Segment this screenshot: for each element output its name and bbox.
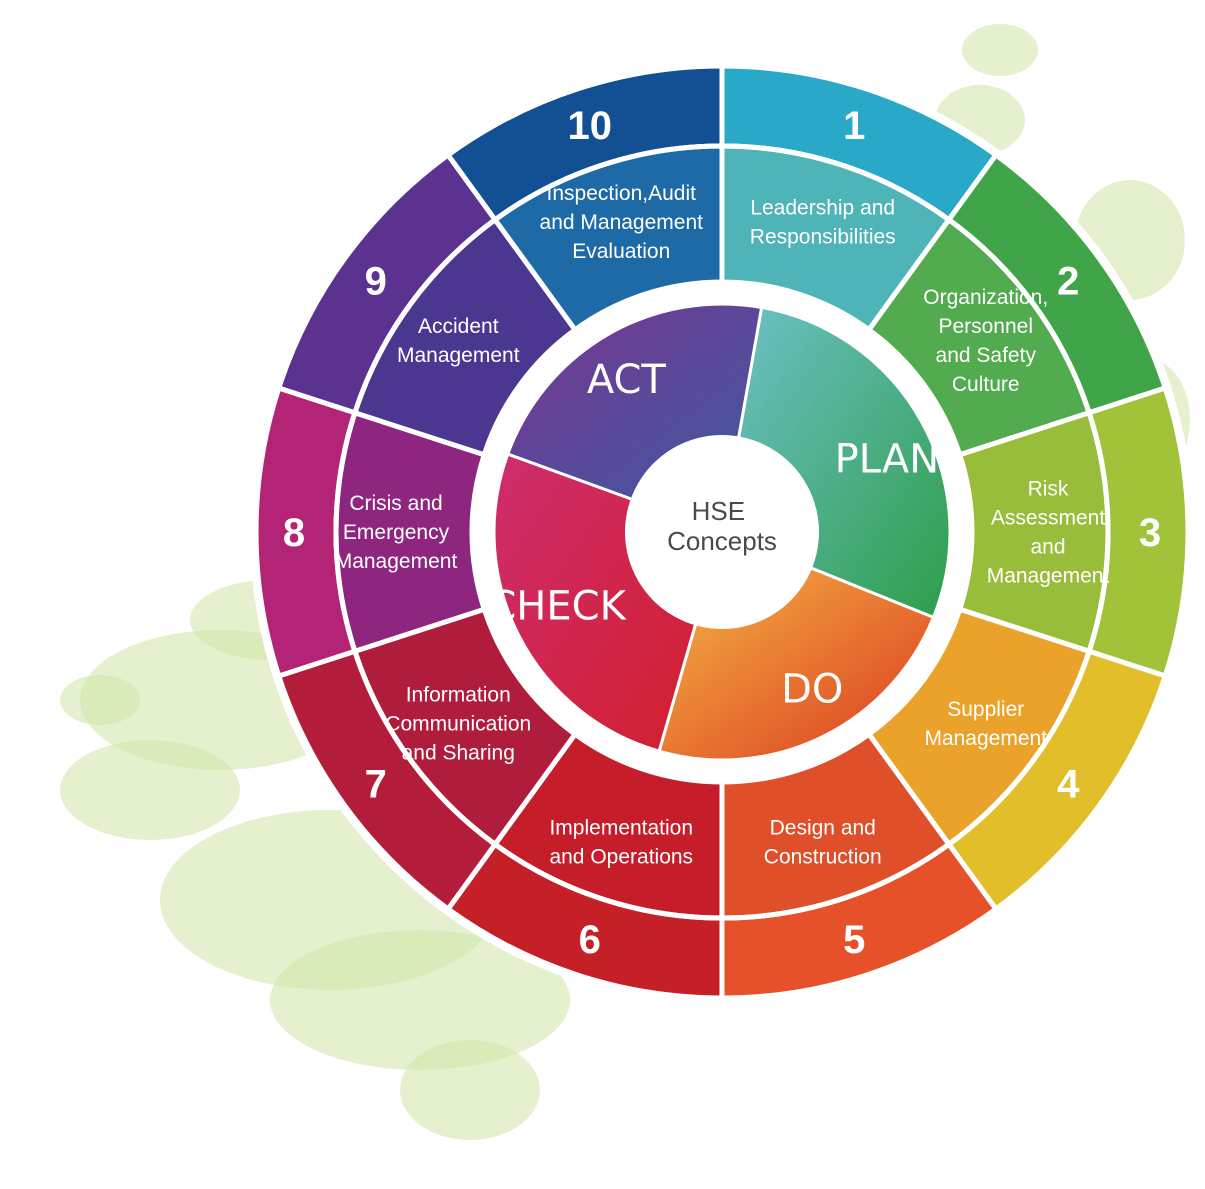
ring-divider: [333, 143, 1111, 921]
segment-label-5-line: Design and: [770, 817, 876, 840]
center-line-2: Concepts: [667, 526, 777, 556]
segment-label-7-line: Communication: [385, 713, 531, 736]
segment-label-10-line: Evaluation: [572, 240, 670, 263]
splash-blob: [962, 24, 1038, 76]
segment-number-1: 1: [843, 104, 865, 148]
segment-number-5: 5: [843, 918, 865, 962]
center-disc: [625, 435, 819, 629]
segment-label-7-line: and Sharing: [402, 742, 515, 765]
phase-label-act: ACT: [587, 357, 667, 403]
phase-label-check: CHECK: [488, 583, 627, 629]
splash-blob: [60, 675, 140, 725]
segment-label-3-line: Assessment: [991, 507, 1106, 530]
segment-label-2-line: and Safety: [936, 344, 1037, 367]
segment-number-8: 8: [283, 511, 305, 555]
segment-label-8-line: Management: [335, 550, 458, 573]
segment-label-5-line: Construction: [764, 846, 882, 869]
segment-label-4-line: Management: [924, 727, 1047, 750]
segment-number-6: 6: [579, 918, 601, 962]
center-label: HSE Concepts: [667, 496, 777, 556]
segment-label-6-line: and Operations: [549, 846, 693, 869]
segment-number-3: 3: [1139, 511, 1161, 555]
segment-label-9-line: Management: [397, 344, 520, 367]
phase-label-do: DO: [781, 666, 843, 712]
segment-number-7: 7: [365, 763, 387, 807]
segment-label-6: Implementation and Operations: [549, 817, 693, 869]
segment-label-4-line: Supplier: [947, 698, 1024, 721]
phase-label-plan: PLAN: [835, 437, 940, 483]
center-circle: HSE Concepts: [625, 435, 819, 629]
splash-blob: [270, 930, 570, 1070]
splash-blob: [60, 740, 240, 840]
segment-label-1-line: Leadership and: [750, 196, 895, 219]
segment-label-8-line: Crisis and: [349, 492, 442, 515]
segment-label-2-line: Culture: [952, 373, 1020, 396]
segment-number-2: 2: [1057, 259, 1079, 303]
segment-number-4: 4: [1057, 763, 1080, 807]
segment-label-10-line: and Management: [540, 211, 704, 234]
segment-label-7-line: Information: [406, 684, 511, 707]
segment-label-1-line: Responsibilities: [750, 225, 896, 248]
segment-number-9: 9: [365, 259, 387, 303]
segment-label-2-line: Organization,: [923, 286, 1048, 309]
pdca-ring: PLAN DO CHECK ACT: [488, 302, 952, 762]
segment-label-9-line: Accident: [418, 315, 499, 338]
segment-label-10-line: Inspection,Audit: [547, 182, 697, 205]
center-line-1: HSE: [692, 496, 745, 526]
segment-label-8-line: Emergency: [343, 521, 450, 544]
segment-number-10: 10: [567, 104, 612, 148]
segment-label-2-line: Personnel: [938, 315, 1033, 338]
segment-label-3-line: Management: [987, 565, 1110, 588]
segment-label-6-line: Implementation: [549, 817, 693, 840]
segment-label-3-line: and: [1030, 536, 1065, 559]
segment-label-3-line: Risk: [1028, 478, 1069, 501]
splash-blob: [400, 1040, 540, 1140]
